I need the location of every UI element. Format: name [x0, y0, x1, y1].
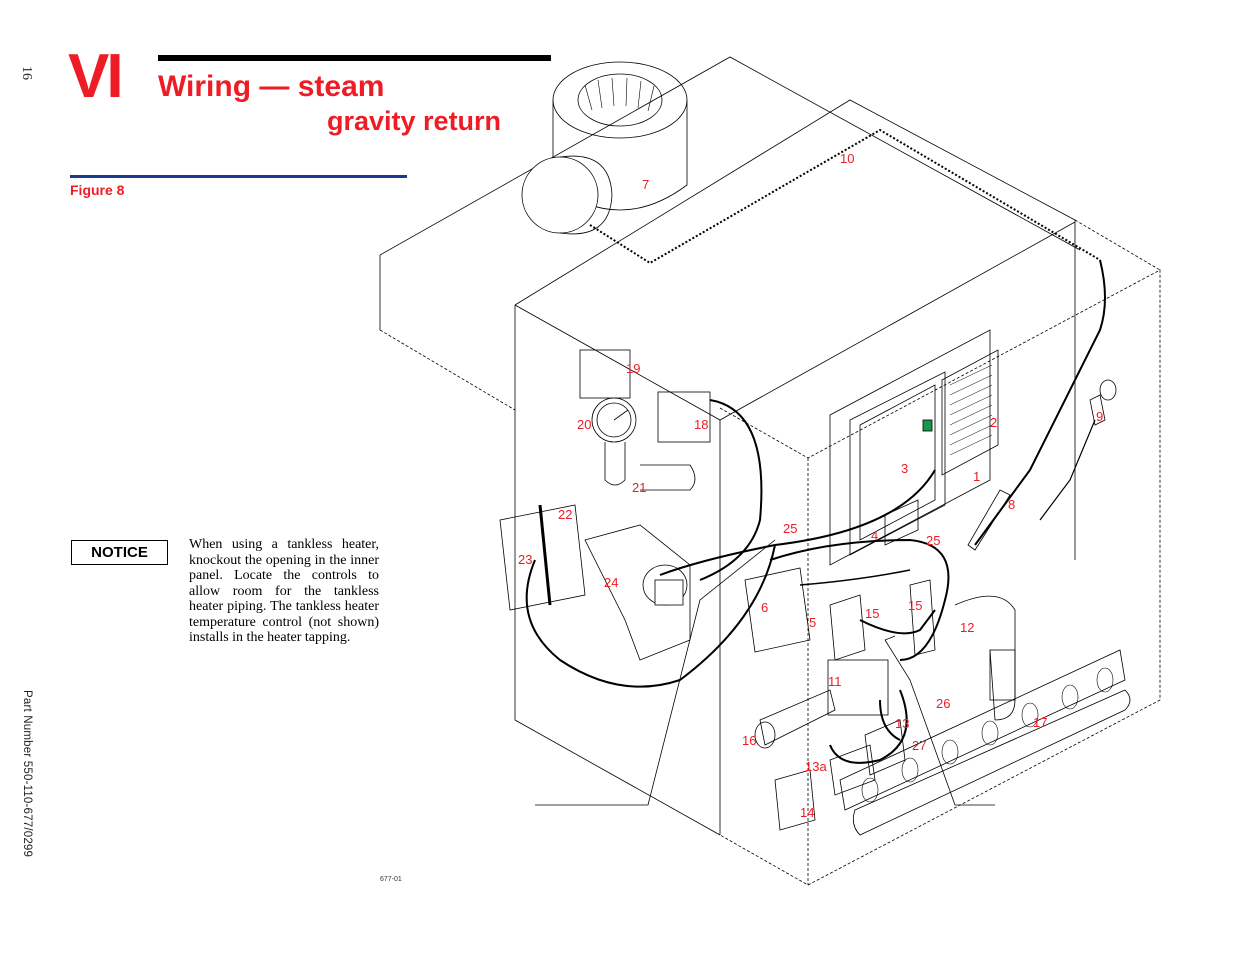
callout: 20: [577, 417, 591, 432]
control-panel: [829, 329, 999, 566]
callout: 23: [518, 552, 532, 567]
callout: 19: [626, 361, 640, 376]
low-water-cutoff: [499, 504, 691, 661]
pressure-controls: [579, 349, 711, 491]
callout: 24: [604, 575, 618, 590]
callout: 26: [936, 696, 950, 711]
callout: 18: [694, 417, 708, 432]
callout: 22: [558, 507, 572, 522]
callout: 5: [809, 615, 816, 630]
callout: 15: [865, 606, 879, 621]
callout: 6: [761, 600, 768, 615]
callout: 9: [1096, 409, 1103, 424]
callouts: 7 10 19 20 18 21 22 23 24 25 6 5 15 15 1…: [518, 151, 1103, 820]
notice-label: NOTICE: [71, 540, 168, 565]
callout: 25: [783, 521, 797, 536]
callout: 11: [828, 674, 842, 689]
callout: 12: [960, 620, 974, 635]
section-numeral: VI: [68, 42, 124, 111]
junction-box: [744, 567, 911, 653]
callout: 13: [895, 716, 909, 731]
callout: 16: [742, 733, 756, 748]
notice-text: When using a tankless heater, knockout t…: [189, 537, 379, 645]
callout: 25: [926, 533, 940, 548]
wiring-runs: [525, 399, 950, 764]
leader-lines: [535, 539, 995, 806]
callout: 4: [871, 528, 878, 543]
figure-code: 677-01: [380, 876, 402, 883]
page-title-line-1: Wiring — steam: [158, 70, 385, 103]
burner-manifold: [839, 649, 1131, 836]
callout: 14: [800, 805, 814, 820]
callout: 13a: [805, 759, 827, 774]
draft-hood: [521, 61, 688, 235]
callout: 2: [990, 415, 997, 430]
callout: 17: [1033, 715, 1047, 730]
wire-harness-top: [589, 128, 1106, 546]
gas-piping: [754, 579, 1016, 831]
sensor-probe: [967, 379, 1117, 551]
title-rule: [158, 55, 551, 61]
figure-label: Figure 8: [70, 182, 125, 198]
callout: 27: [912, 738, 926, 753]
callout: 10: [840, 151, 854, 166]
callout: 21: [632, 480, 646, 495]
jacket-outline: [379, 56, 1161, 886]
callout: 8: [1008, 497, 1015, 512]
figure-rule: [70, 175, 407, 178]
callout: 15: [908, 598, 922, 613]
callout: 3: [901, 461, 908, 476]
page-title-line-2: gravity return: [327, 106, 502, 136]
callout: 1: [973, 469, 980, 484]
callout: 7: [642, 177, 649, 192]
